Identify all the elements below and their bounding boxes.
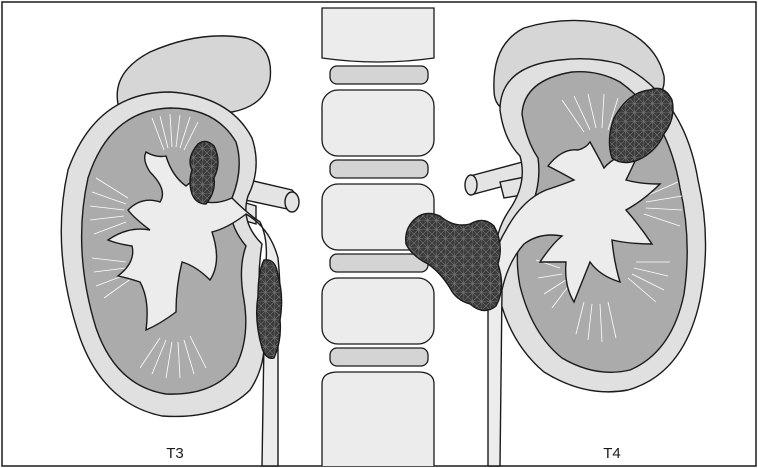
left-renal-artery-end bbox=[285, 192, 299, 212]
intervertebral-disc-4 bbox=[330, 348, 428, 366]
label-t4: T4 bbox=[603, 445, 621, 462]
vertebra-1 bbox=[322, 8, 434, 62]
intervertebral-disc-3 bbox=[330, 254, 428, 272]
label-t3: T3 bbox=[166, 445, 184, 462]
intervertebral-disc-1 bbox=[330, 66, 428, 84]
vertebra-4 bbox=[322, 278, 434, 344]
vertebra-5 bbox=[322, 372, 434, 466]
intervertebral-disc-2 bbox=[330, 160, 428, 178]
left-ureter-tumor bbox=[257, 260, 282, 358]
vertebra-2 bbox=[322, 90, 434, 156]
right-renal-artery-end bbox=[465, 175, 477, 195]
